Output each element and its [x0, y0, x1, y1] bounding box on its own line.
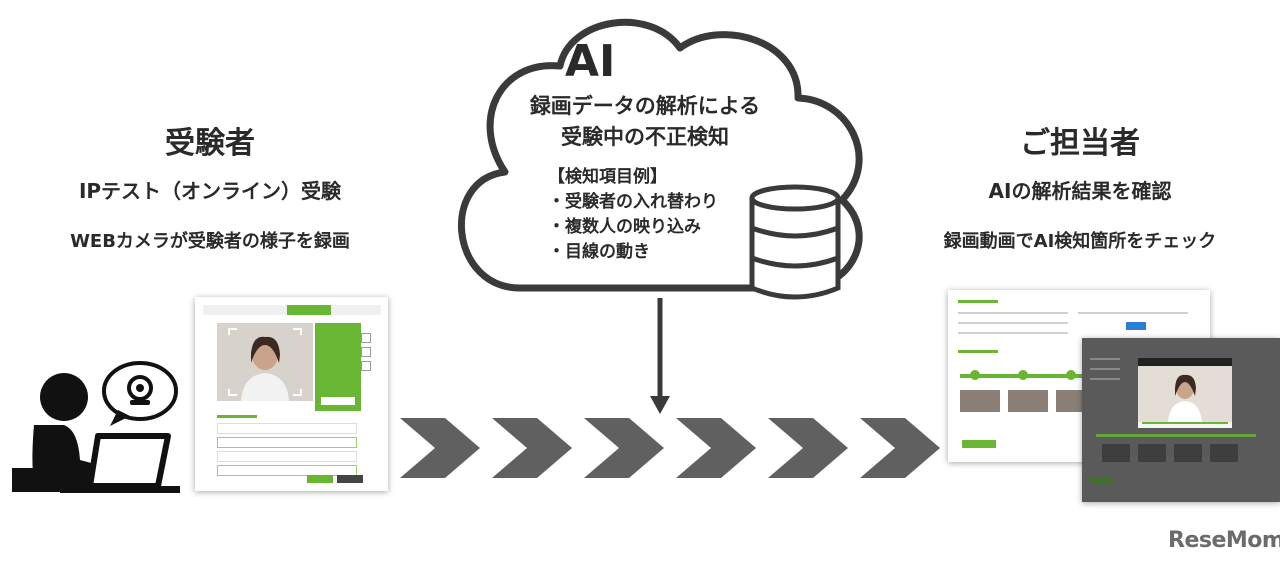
cloud-heading-line2: 受験中の不正検知 — [561, 125, 729, 149]
example-item: ・複数人の映り込み — [548, 217, 701, 237]
chevron-arrow-row — [400, 418, 940, 478]
person-photo-icon — [228, 328, 302, 401]
ai-label: AI — [565, 36, 616, 87]
checkbox — [361, 361, 371, 371]
detection-examples: 【検知項目例】 ・受験者の入れ替わり ・複数人の映り込み ・目線の動き — [548, 165, 718, 265]
blue-button-mock — [1126, 322, 1146, 330]
video-review-screenshot — [1082, 338, 1280, 502]
checkbox — [361, 347, 371, 357]
example-item: ・目線の動き — [548, 242, 650, 262]
database-icon — [749, 184, 841, 300]
check-panel — [315, 323, 361, 411]
chevron-arrow-icon — [860, 418, 940, 478]
checkbox — [361, 333, 371, 343]
thumbnail — [1008, 390, 1048, 412]
down-arrow-icon — [650, 298, 670, 414]
cloud-heading-line1: 録画データの解析による — [529, 94, 761, 118]
person-at-laptop-icon — [12, 373, 180, 493]
chevron-arrow-icon — [768, 418, 848, 478]
camera-view — [217, 323, 313, 401]
thumbnail — [960, 390, 1000, 412]
video-player — [1138, 358, 1232, 428]
resemom-logo: ReseMom — [1168, 528, 1280, 553]
chevron-arrow-icon — [400, 418, 480, 478]
chevron-arrow-icon — [584, 418, 664, 478]
chevron-arrow-icon — [492, 418, 572, 478]
examinee-description: WEBカメラが受験者の様子を録画 — [70, 231, 350, 252]
examinee-subtitle: IPテスト（オンライン）受験 — [78, 179, 342, 203]
exam-screen-screenshot — [195, 297, 388, 491]
chevron-arrow-icon — [676, 418, 756, 478]
panel-button — [321, 397, 355, 405]
answer-options — [217, 423, 357, 476]
next-button-mock — [307, 475, 333, 483]
admin-title: ご担当者 — [1020, 126, 1140, 161]
active-step — [287, 305, 331, 315]
section-label — [217, 415, 257, 418]
example-item: ・受験者の入れ替わり — [548, 192, 718, 212]
person-photo-icon — [1138, 366, 1232, 422]
end-button-mock — [337, 475, 363, 483]
webcam-icon — [102, 361, 178, 426]
examples-title: 【検知項目例】 — [548, 167, 667, 187]
admin-description: 録画動画でAI検知箇所をチェック — [943, 231, 1217, 252]
examinee-title: 受験者 — [165, 126, 255, 161]
admin-subtitle: AIの解析結果を確認 — [988, 179, 1172, 203]
